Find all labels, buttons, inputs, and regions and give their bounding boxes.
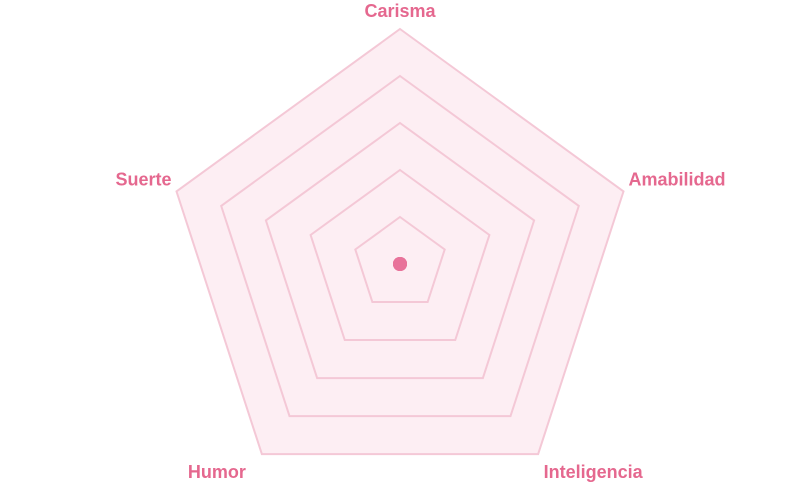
grid-ring-2 [309, 168, 491, 342]
grid-ring-1 [354, 215, 446, 304]
axis-label-suerte: Suerte [115, 169, 171, 189]
radar-grid [175, 27, 625, 456]
grid-ring-5 [175, 27, 625, 456]
grid-ring-4 [220, 74, 580, 418]
axis-label-inteligencia: Inteligencia [544, 462, 644, 482]
radar-series [393, 257, 407, 271]
axis-label-amabilidad: Amabilidad [629, 169, 726, 189]
grid-ring-3 [264, 121, 536, 380]
axis-label-carisma: Carisma [364, 1, 436, 21]
data-point-suerte [393, 257, 407, 271]
axis-labels: Carisma Amabilidad Inteligencia Humor Su… [115, 1, 725, 482]
axis-label-humor: Humor [188, 462, 246, 482]
